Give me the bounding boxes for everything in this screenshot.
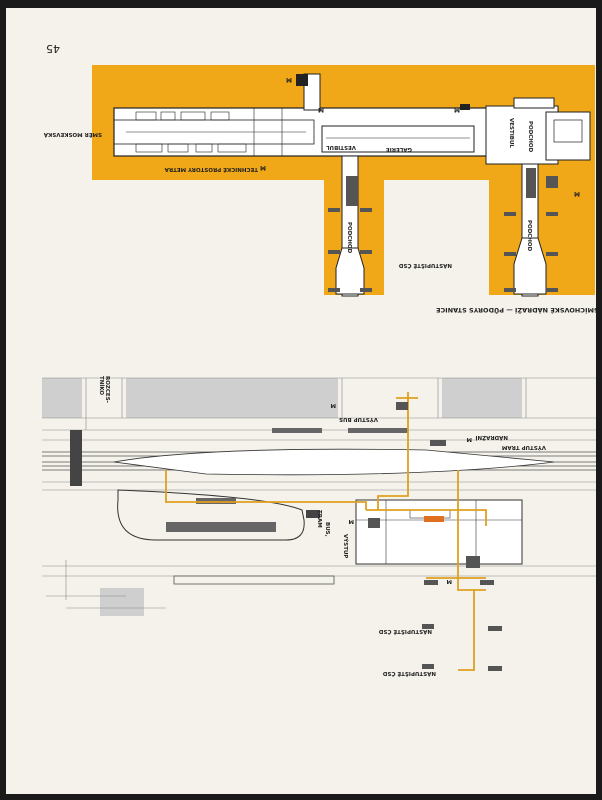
map-metro-mark-4: M — [447, 578, 452, 584]
label-pochod-right: PODCHOD — [526, 220, 532, 252]
label-vystup-bt-3: TRAM — [316, 510, 322, 528]
label-vystup-tram: VÝSTUP TRAM — [502, 444, 546, 451]
label-vestibul-right: VESTIBUL — [508, 118, 514, 148]
label-pochod-top: PODCHOD — [527, 121, 533, 153]
label-rozcestnik-2: TNÍKO — [98, 376, 106, 395]
caption: SMÍCHOVSKÉ NÁDRAŽÍ — PŮDORYS STANICE — [436, 306, 596, 314]
station-plan: M M M M M TECHNICKÉ PROSTORY METRA GALER… — [43, 65, 595, 297]
label-galerie: GALERIE — [386, 146, 412, 152]
map-metro-mark-1: M — [331, 402, 336, 408]
svg-text:M: M — [286, 76, 292, 83]
label-vystup-bt-1: VÝSTUP — [342, 534, 349, 558]
label-nastupiste-2: NÁSTUPIŠTĚ ČSD — [382, 670, 436, 678]
tram-island — [113, 448, 555, 476]
metro-marks: M M M M M — [260, 76, 580, 197]
label-vestibul-left: VESTIBUL — [326, 144, 356, 150]
site-map: ROZCES- TNÍKO VÝSTUP BUS NÁDRAŽNÍ VÝSTUP… — [42, 376, 596, 678]
block-top-left — [42, 378, 82, 418]
svg-text:M: M — [574, 190, 580, 197]
label-direction: SMĚR MOSKEVSKÁ — [43, 131, 102, 139]
label-pochod-left: PODCHOD — [346, 222, 352, 254]
map-metro-mark-2: M — [349, 518, 354, 524]
svg-text:M: M — [318, 106, 324, 113]
walking-routes — [165, 392, 487, 671]
label-vystup-bus: VÝSTUP BUS — [339, 416, 378, 423]
svg-text:M: M — [260, 164, 266, 171]
block-top-mid — [126, 378, 338, 418]
svg-text:M: M — [454, 106, 460, 113]
block-top-right — [442, 378, 522, 418]
label-tech: TECHNICKÉ PROSTORY METRA — [164, 166, 258, 174]
label-nadrazni: NÁDRAŽNÍ — [475, 434, 508, 442]
book-page: 45 — [6, 8, 596, 794]
label-nastupiste-plan: NÁSTUPIŠTĚ ČSD — [398, 262, 452, 270]
label-rozcestnik: ROZCES- — [104, 376, 110, 403]
label-vystup-bt-2: BUS, — [324, 522, 330, 537]
block-corner — [100, 588, 144, 616]
map-metro-mark-3: M — [467, 436, 472, 442]
gallery-hall — [321, 125, 475, 153]
bus-loop — [117, 489, 305, 541]
label-nastupiste-1: NÁSTUPIŠTĚ ČSD — [378, 628, 432, 636]
